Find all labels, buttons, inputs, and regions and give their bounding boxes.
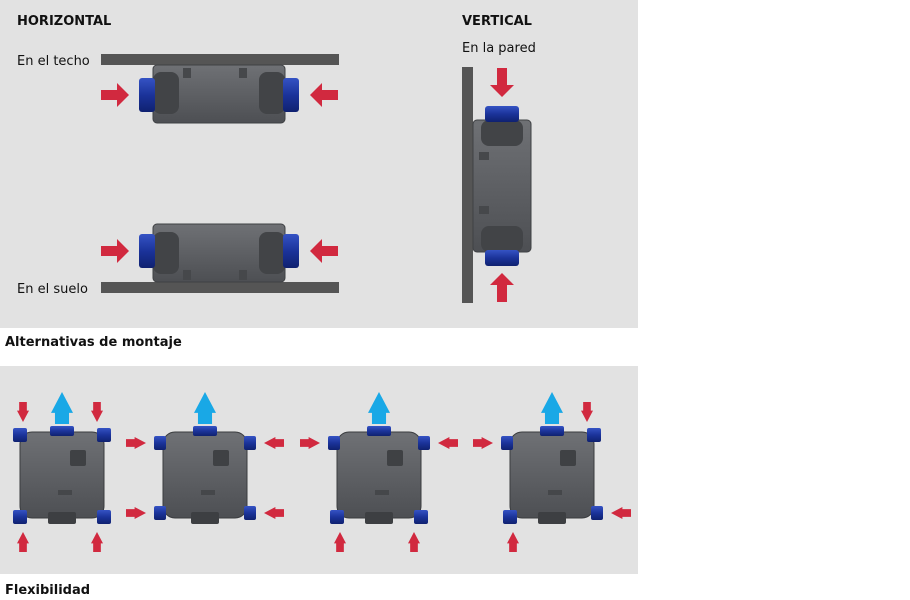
inlet-duct: [13, 510, 27, 524]
right-duct: [283, 234, 299, 268]
flexibility-illustrations: [13, 392, 631, 552]
bottom-duct: [485, 250, 519, 266]
outlet-arrow: [368, 392, 390, 424]
unit-config-2: [126, 392, 284, 524]
inlet-duct: [244, 506, 256, 520]
bottom-spigot: [538, 512, 566, 524]
inlet-arrow: [310, 83, 338, 107]
top-duct: [485, 106, 519, 122]
label-plate: [201, 490, 215, 495]
unit-body: [336, 431, 422, 519]
outlet-arrow: [541, 392, 563, 424]
inlet-arrow: [17, 402, 29, 422]
outlet-duct: [50, 426, 74, 436]
inlet-arrow: [264, 437, 284, 449]
inlet-duct: [154, 506, 166, 520]
inlet-arrow: [408, 532, 420, 552]
label-plate: [58, 490, 72, 495]
inlet-arrow: [101, 239, 129, 263]
ceiling-surface: [101, 54, 339, 65]
wall-label: En la pared: [462, 41, 536, 56]
left-duct: [139, 78, 155, 112]
inlet-duct: [587, 428, 601, 442]
unit-body: [162, 431, 248, 519]
inlet-arrow: [507, 532, 519, 552]
floor-mount-illustration: [101, 223, 339, 293]
bottom-spigot: [191, 512, 219, 524]
unit-config-4: [473, 392, 631, 552]
inlet-arrow: [300, 437, 320, 449]
unit-body: [509, 431, 595, 519]
unit-body: [19, 431, 105, 519]
inlet-arrow: [91, 532, 103, 552]
ceiling-label: En el techo: [17, 54, 90, 69]
inlet-arrow: [473, 437, 493, 449]
inlet-arrow: [438, 437, 458, 449]
inlet-arrow: [581, 402, 593, 422]
unit-config-1: [13, 392, 111, 552]
bottom-spigot: [48, 512, 76, 524]
mounting-caption: Alternativas de montaje: [5, 335, 182, 350]
outlet-duct: [193, 426, 217, 436]
inlet-duct: [591, 506, 603, 520]
inlet-duct: [330, 510, 344, 524]
inlet-duct: [328, 436, 340, 450]
outlet-duct: [367, 426, 391, 436]
wall-mount-illustration: [462, 67, 532, 303]
ceiling-mount-illustration: [101, 54, 339, 124]
floor-surface: [101, 282, 339, 293]
unit-config-3: [300, 392, 458, 552]
control-module-icon: [213, 450, 229, 466]
horizontal-title: HORIZONTAL: [17, 14, 112, 29]
inlet-arrow: [490, 68, 514, 97]
inlet-arrow: [126, 437, 146, 449]
inlet-duct: [97, 428, 111, 442]
inlet-arrow: [126, 507, 146, 519]
inlet-duct: [418, 436, 430, 450]
outlet-duct: [540, 426, 564, 436]
inlet-duct: [13, 428, 27, 442]
right-duct: [283, 78, 299, 112]
inlet-duct: [97, 510, 111, 524]
outlet-arrow: [51, 392, 73, 424]
control-module-icon: [70, 450, 86, 466]
floor-label: En el suelo: [17, 282, 88, 297]
inlet-duct: [501, 436, 513, 450]
inlet-arrow: [264, 507, 284, 519]
inlet-arrow: [490, 273, 514, 302]
left-duct: [139, 234, 155, 268]
vertical-title: VERTICAL: [462, 14, 532, 29]
inlet-duct: [154, 436, 166, 450]
flexibility-caption: Flexibilidad: [5, 583, 91, 598]
wall-surface: [462, 67, 473, 303]
inlet-duct: [503, 510, 517, 524]
inlet-arrow: [17, 532, 29, 552]
inlet-arrow: [91, 402, 103, 422]
inlet-duct: [244, 436, 256, 450]
label-plate: [548, 490, 562, 495]
label-plate: [375, 490, 389, 495]
inlet-arrow: [611, 507, 631, 519]
control-module-icon: [560, 450, 576, 466]
inlet-arrow: [101, 83, 129, 107]
inlet-arrow: [310, 239, 338, 263]
bottom-spigot: [365, 512, 393, 524]
outlet-arrow: [194, 392, 216, 424]
control-module-icon: [387, 450, 403, 466]
inlet-duct: [414, 510, 428, 524]
inlet-arrow: [334, 532, 346, 552]
